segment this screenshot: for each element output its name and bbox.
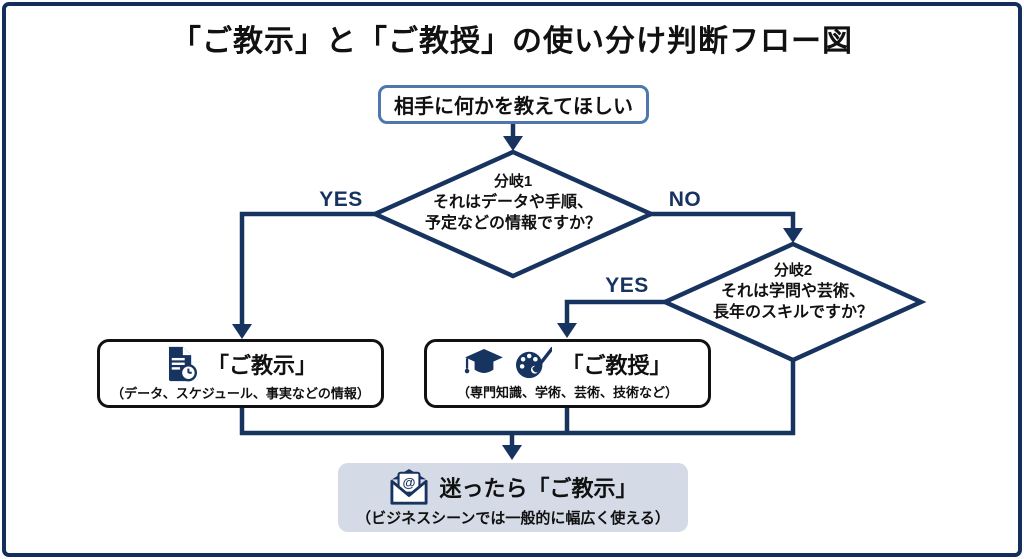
start-label: 相手に何かを教えてほしい	[394, 96, 633, 118]
arrowhead-decision2-yes	[557, 323, 577, 338]
result-gokyoji-title: 「ご教示」	[206, 352, 317, 378]
at-symbol: @	[403, 475, 416, 490]
decision1-name: 分岐1	[493, 173, 533, 190]
result-gokyoju-title: 「ご教授」	[561, 352, 672, 378]
arrowhead-rail-to-fallback	[502, 445, 522, 460]
open-mail-at-icon: @	[390, 468, 429, 505]
document-clock-icon	[168, 346, 197, 382]
arrowhead-start-to-decision1	[503, 136, 523, 151]
decision1-text: 分岐1 それはデータや手順、 予定などの情報ですか？	[383, 172, 643, 234]
page-title: 「ご教示」と「ご教授」の使い分け判断フロー図	[171, 25, 853, 58]
decision1-question-line1: それはデータや手順、	[432, 193, 593, 211]
start-node: 相手に何かを教えてほしい	[378, 85, 649, 124]
graduation-cap-icon	[465, 348, 504, 373]
decision1-no-label: NO	[668, 188, 702, 211]
arrowhead-decision1-yes	[232, 324, 252, 339]
result-gokyoji-subtitle: （データ、スケジュール、事実などの情報）	[111, 386, 370, 401]
decision1-question-line2: 予定などの情報ですか？	[424, 214, 601, 232]
result-gokyoju-subtitle: （専門知識、学術、芸術、技術など）	[456, 384, 678, 400]
decision2-question-line2: 長年のスキルですか？	[712, 303, 873, 321]
fallback-node: @ 迷ったら「ご教示」 （ビジネスシーンでは一般的に幅広く使える）	[338, 463, 688, 532]
connector-decision1-no	[651, 211, 796, 231]
connector-decision2-yes	[564, 299, 665, 326]
palette-brush-icon	[516, 346, 553, 378]
decision1-diamond	[369, 149, 657, 279]
decision1-yes-label: YES	[319, 188, 363, 211]
decision2-diamond	[659, 241, 927, 363]
fallback-title: 迷ったら「ご教示」	[439, 475, 638, 501]
decision2-question-line1: それは学問や芸術、	[720, 282, 865, 300]
connector-decision1-yes	[239, 211, 375, 327]
decision2-name: 分岐2	[773, 262, 813, 279]
fallback-subtitle: （ビジネスシーンでは一般的に幅広く使える）	[356, 509, 670, 527]
decision2-text: 分岐2 それは学問や芸術、 長年のスキルですか？	[668, 261, 918, 323]
result-gokyoji-node: 「ご教示」 （データ、スケジュール、事実などの情報）	[97, 339, 384, 408]
decision2-yes-label: YES	[605, 274, 649, 297]
arrowhead-decision1-no	[783, 228, 803, 243]
result-gokyoju-node: 「ご教授」 （専門知識、学術、芸術、技術など）	[424, 339, 711, 408]
